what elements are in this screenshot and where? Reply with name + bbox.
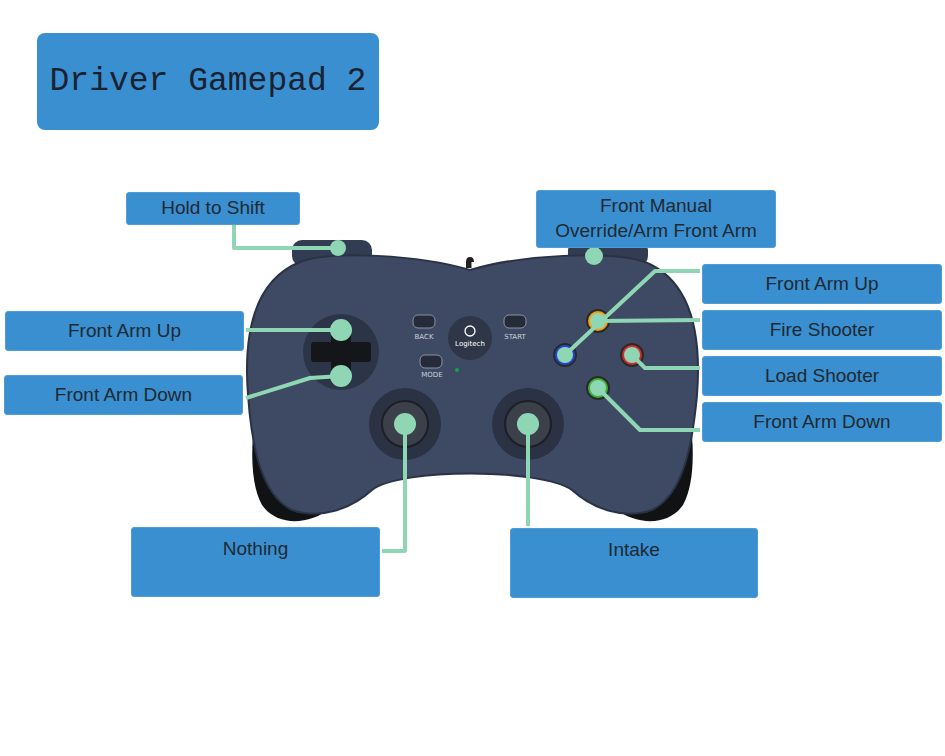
cable <box>468 259 472 268</box>
leader-line <box>598 388 700 430</box>
title: Driver Gamepad 2 <box>50 63 367 100</box>
mode-button <box>420 355 442 368</box>
label-box: Front Arm Down <box>4 375 243 415</box>
leader-dot <box>624 347 640 363</box>
printed-label: Logitech <box>455 340 485 348</box>
control-label: Front Arm Up <box>68 319 181 344</box>
title-box: Driver Gamepad 2 <box>37 33 379 130</box>
control-label: Front Arm Down <box>753 410 890 435</box>
control-label: Intake <box>608 538 660 563</box>
leader-line <box>565 271 700 355</box>
back-button <box>413 315 435 328</box>
leader-line <box>382 424 405 551</box>
control-label: Hold to Shift <box>161 196 265 221</box>
leader-line <box>234 224 338 248</box>
label-box: Load Shooter <box>702 356 942 396</box>
printed-label: START <box>504 333 526 341</box>
leader-line <box>598 320 700 321</box>
label-box: Hold to Shift <box>126 192 300 225</box>
leader-dot <box>394 413 416 435</box>
control-label: Fire Shooter <box>770 318 875 343</box>
label-box: Front Arm Up <box>702 264 942 304</box>
label-box: Front Arm Up <box>5 311 244 351</box>
leader-dot <box>330 240 346 256</box>
control-label: Nothing <box>223 537 289 562</box>
leader-dot <box>585 247 603 265</box>
leader-dot <box>330 319 352 341</box>
printed-label: MODE <box>421 371 442 379</box>
leader-dot <box>517 413 539 435</box>
mode-led <box>455 368 459 372</box>
printed-label: BACK <box>415 333 434 341</box>
leader-dot <box>557 347 573 363</box>
control-label: Front Arm Up <box>766 272 879 297</box>
leader-dot <box>590 380 606 396</box>
label-box: Front Manual Override/Arm Front Arm <box>536 190 776 248</box>
label-box: Nothing <box>131 527 380 597</box>
leader-dot <box>330 365 352 387</box>
leader-line <box>632 355 700 368</box>
leader-line <box>246 376 341 398</box>
leader-line <box>526 424 530 526</box>
logo-badge <box>448 316 492 360</box>
logo-mark <box>465 326 475 336</box>
control-label: Front Arm Down <box>55 383 192 408</box>
dpad <box>311 342 371 362</box>
leader-line <box>246 328 341 332</box>
control-label: Load Shooter <box>765 364 879 389</box>
label-box: Intake <box>510 528 758 598</box>
control-label: Front Manual Override/Arm Front Arm <box>543 194 769 243</box>
start-button <box>504 315 526 328</box>
leader-dot <box>590 313 606 329</box>
label-box: Fire Shooter <box>702 310 942 350</box>
label-box: Front Arm Down <box>702 402 942 442</box>
